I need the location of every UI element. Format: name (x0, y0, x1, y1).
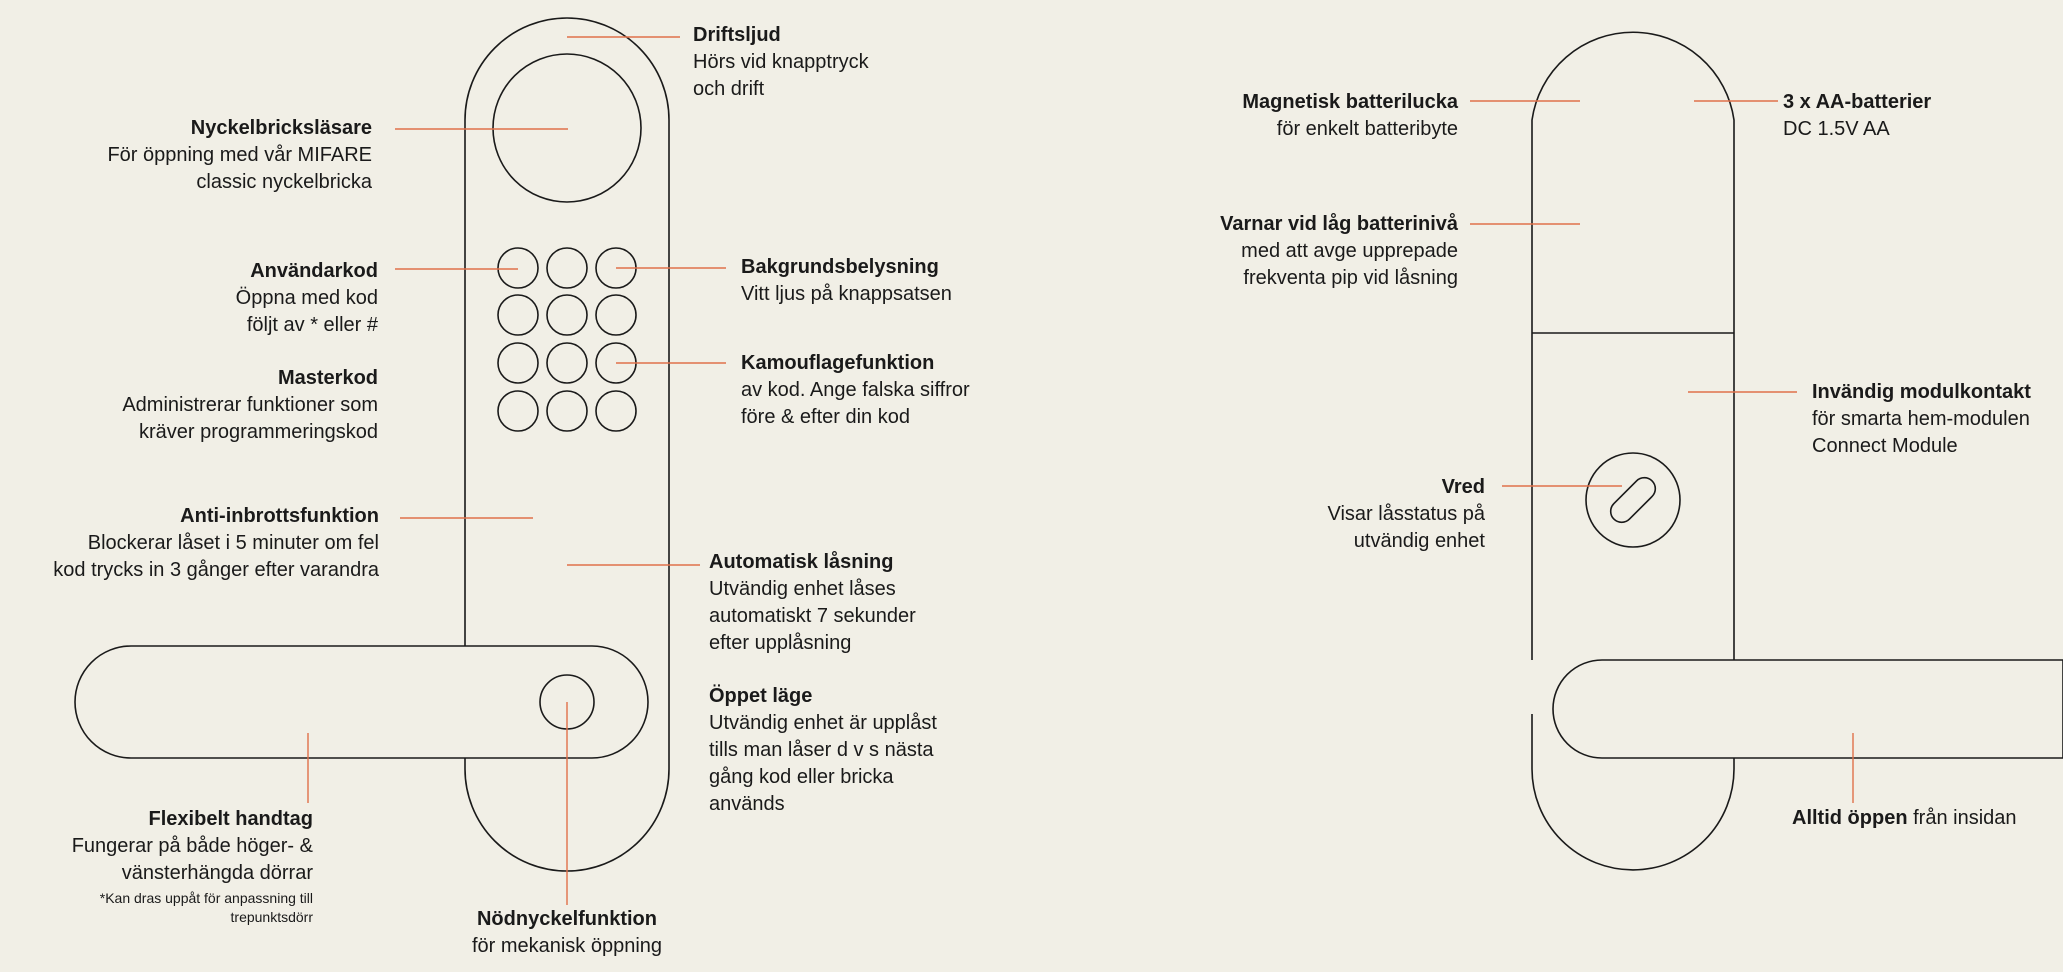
thumbturn-knob (1585, 452, 1681, 548)
annotation-batterycover: Magnetisk batterilucka för enkelt batter… (1242, 89, 1458, 143)
annotation-desc: för mekanisk öppning (471, 935, 663, 957)
leader-lines (307, 36, 1854, 905)
keypad (497, 247, 637, 432)
annotation-title: Nyckelbricksläsare (190, 117, 372, 139)
annotation-module: Invändig modulkontakt för smarta hem-mod… (1812, 379, 2031, 460)
annotation-desc: Blockerar låset i 5 minuter om fel kod t… (53, 532, 379, 581)
annotation-title: Bakgrundsbelysning (741, 256, 939, 278)
annotation-desc: Hörs vid knapptryck och drift (693, 51, 869, 100)
keypad-key (497, 342, 539, 384)
inside-handle (1552, 659, 2063, 759)
annotation-lowbattery: Varnar vid låg batterinivå med att avge … (1220, 211, 1458, 292)
annotation-footnote: *Kan dras uppåt för anpassning till trep… (99, 890, 313, 925)
inside-unit-body (1531, 31, 1735, 660)
annotation-title: Alltid öppen (1792, 807, 1908, 829)
annotation-desc: Fungerar på både höger- & vänsterhängda … (71, 835, 313, 884)
annotation-title: Flexibelt handtag (148, 808, 313, 830)
keypad-key (546, 390, 588, 432)
annotation-drift: Driftsljud Hörs vid knapptryck och drift (693, 22, 869, 103)
annotation-handle: Flexibelt handtag Fungerar på både höger… (72, 806, 313, 927)
outside-unit-body (464, 17, 670, 872)
annotation-desc: med att avge upprepade frekventa pip vid… (1241, 240, 1458, 289)
annotation-alwaysopen: Alltid öppen från insidan (1792, 805, 2017, 832)
annotation-desc: För öppning med vår MIFARE classic nycke… (107, 144, 372, 193)
annotation-title: Magnetisk batterilucka (1242, 91, 1458, 113)
annotation-desc: Öppna med kod följt av * eller # (235, 287, 378, 336)
keypad-key (497, 390, 539, 432)
annotation-autolock: Automatisk låsning Utvändig enhet låses … (709, 549, 916, 657)
keypad-key (595, 390, 637, 432)
annotation-desc: för smarta hem-modulen Connect Module (1812, 408, 2030, 457)
annotation-backlight: Bakgrundsbelysning Vitt ljus på knappsat… (741, 254, 952, 308)
annotation-batteries: 3 x AA-batterier DC 1.5V AA (1783, 89, 1931, 143)
annotation-desc: Utvändig enhet är upplåst tills man låse… (709, 712, 937, 815)
annotation-antitheft: Anti-inbrottsfunktion Blockerar låset i … (53, 503, 379, 584)
annotation-desc: Utvändig enhet låses automatiskt 7 sekun… (709, 578, 916, 654)
annotation-desc: Visar låsstatus på utvändig enhet (1327, 503, 1486, 552)
annotation-title: Vred (1441, 476, 1485, 498)
annotation-thumbturn: Vred Visar låsstatus på utvändig enhet (1328, 474, 1486, 555)
annotation-title: Invändig modulkontakt (1812, 381, 2031, 403)
inside-unit-lower (1531, 714, 1735, 871)
keyfob-reader (492, 53, 642, 203)
annotation-title: Användarkod (250, 260, 378, 282)
keypad-key (595, 294, 637, 336)
annotation-title: Anti-inbrottsfunktion (180, 505, 379, 527)
annotation-desc: för enkelt batteribyte (1276, 118, 1458, 140)
inside-unit (1531, 31, 2063, 871)
keypad-key (546, 342, 588, 384)
annotation-reader: Nyckelbricksläsare För öppning med vår M… (107, 115, 372, 196)
annotation-title: Automatisk låsning (709, 551, 894, 573)
annotation-title: Nödnyckelfunktion (476, 908, 657, 930)
annotation-desc: DC 1.5V AA (1783, 118, 1890, 140)
keypad-key (497, 294, 539, 336)
annotation-openmode: Öppet läge Utvändig enhet är upplåst til… (709, 683, 937, 818)
annotation-desc: från insidan (1907, 807, 2017, 829)
keypad-key (546, 294, 588, 336)
annotation-camouflage: Kamouflagefunktion av kod. Ange falska s… (741, 350, 970, 431)
annotation-emergency: Nödnyckelfunktion för mekanisk öppning (417, 906, 717, 960)
annotation-title: Öppet läge (709, 685, 813, 707)
annotation-desc: Vitt ljus på knappsatsen (741, 283, 952, 305)
annotation-desc: Administrerar funktioner som kräver prog… (122, 394, 378, 443)
annotation-title: Masterkod (277, 367, 378, 389)
annotation-mastercode: Masterkod Administrerar funktioner som k… (122, 365, 378, 446)
keypad-key (546, 247, 588, 289)
annotation-desc: av kod. Ange falska siffror före & efter… (741, 379, 970, 428)
annotation-title: Kamouflagefunktion (741, 352, 935, 374)
annotation-title: Varnar vid låg batterinivå (1220, 213, 1458, 235)
keypad-key (497, 247, 539, 289)
annotation-usercode: Användarkod Öppna med kod följt av * ell… (236, 258, 378, 339)
outside-handle (74, 645, 649, 759)
annotation-title: Driftsljud (693, 24, 781, 46)
annotation-title: 3 x AA-batterier (1783, 91, 1932, 113)
thumbturn-grip (1609, 476, 1657, 524)
